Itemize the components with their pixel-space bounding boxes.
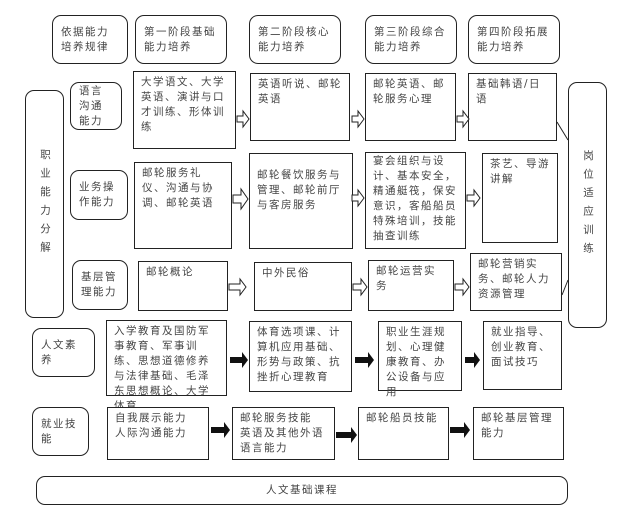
row3-stage3: 邮轮运营实务: [368, 260, 454, 311]
connector-line: [561, 279, 569, 296]
row5-stage3: 邮轮船员技能: [358, 407, 449, 460]
row4-stage1: 入学教育及国防军事教育、军事训练、思想道德修养与法律基础、毛泽东思想概论、大学体…: [106, 320, 227, 412]
solid-arrow-icon: [465, 352, 480, 368]
row5-stage4: 邮轮基层管理能力: [473, 407, 564, 460]
hollow-arrow-icon: [228, 277, 247, 297]
row4-stage4: 就业指导、创业教育、面试技巧: [483, 321, 562, 390]
solid-arrow-icon: [230, 352, 248, 368]
row4-stage2: 体育选项课、计算机应用基础、形势与政策、抗挫折心理教育: [249, 321, 352, 392]
row1-stage3: 邮轮英语、邮轮服务心理: [365, 73, 456, 141]
solid-arrow-icon: [450, 422, 470, 438]
hollow-arrow-icon: [456, 109, 470, 129]
row3-stage2: 中外民俗: [254, 262, 352, 311]
row3-stage4: 邮轮营销实务、邮轮人力资源管理: [470, 253, 562, 311]
header-stage-1: 第一阶段基础能力培养: [135, 15, 227, 64]
row3-stage1: 邮轮概论: [138, 261, 228, 311]
hollow-arrow-icon: [351, 188, 365, 208]
hollow-arrow-icon: [232, 187, 249, 211]
footer-humanities-courses: 人文基础课程: [36, 476, 568, 505]
hollow-arrow-icon: [466, 188, 481, 208]
hollow-arrow-icon: [351, 109, 365, 129]
solid-arrow-icon: [355, 352, 374, 368]
header-basis: 依据能力培养规律: [52, 15, 128, 64]
header-stage-2: 第二阶段核心能力培养: [249, 15, 341, 64]
solid-arrow-icon: [336, 427, 357, 443]
hollow-arrow-icon: [352, 277, 368, 297]
row2-stage4: 茶艺、导游讲解: [482, 153, 558, 243]
row1-stage2: 英语听说、邮轮英语: [250, 73, 350, 141]
row1-stage4: 基础韩语/日语: [468, 73, 557, 141]
row-label-language: 语言沟通能力: [70, 82, 122, 130]
connector-line: [556, 121, 569, 141]
left-label-career-ability: 职业能力分解: [25, 90, 64, 318]
row4-stage3: 职业生涯规划、心理健康教育、办公设备与应用: [378, 321, 462, 398]
row5-stage2: 邮轮服务技能 英语及其他外语语言能力: [232, 407, 335, 460]
row-label-employment: 就业技能: [32, 407, 89, 456]
hollow-arrow-icon: [236, 109, 250, 129]
row-label-humanities: 人文素养: [32, 328, 95, 377]
header-stage-4: 第四阶段拓展能力培养: [468, 15, 560, 64]
row-label-management: 基层管理能力: [72, 260, 128, 310]
right-label-job-training: 岗位适应训练: [568, 82, 607, 328]
row2-stage2: 邮轮餐饮服务与管理、邮轮前厅与客房服务: [249, 153, 353, 249]
row2-stage1: 邮轮服务礼仪、沟通与协调、邮轮英语: [134, 162, 232, 249]
row-label-operation: 业务操作能力: [70, 170, 128, 220]
header-stage-3: 第三阶段综合能力培养: [365, 15, 457, 64]
hollow-arrow-icon: [454, 277, 470, 297]
row2-stage3: 宴会组织与设计、基本安全，精通艇筏，保安意识，客船船员特殊培训，技能抽查训练: [365, 152, 466, 249]
solid-arrow-icon: [211, 422, 230, 438]
row1-stage1: 大学语文、大学英语、演讲与口才训练、形体训练: [133, 71, 236, 149]
row5-stage1: 自我展示能力 人际沟通能力: [107, 407, 209, 460]
